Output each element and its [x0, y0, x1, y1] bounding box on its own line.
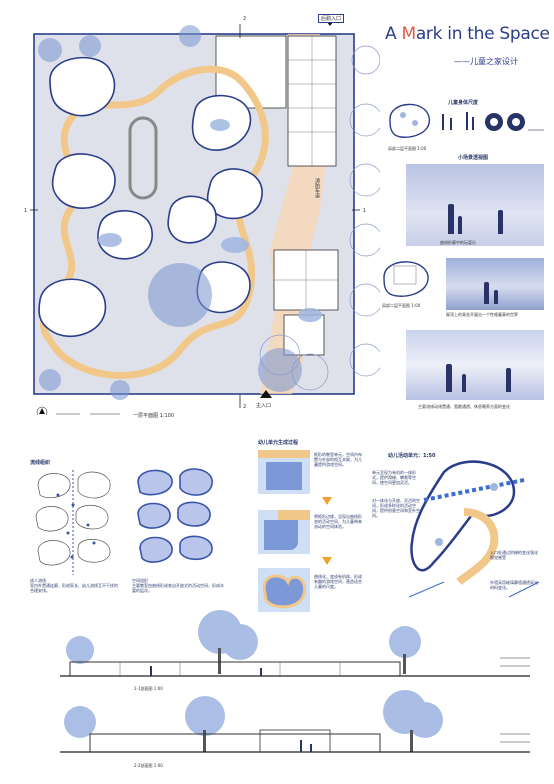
tree-4 — [39, 369, 61, 391]
section-mark-top: 2 — [243, 16, 247, 22]
figure-adult-2 — [484, 282, 489, 304]
water-feature-4 — [210, 119, 230, 131]
unit-note-2: 对一体化与开放、灵活的空间，形成多样化的活动空间，提供创意空间和室外空间。 — [372, 498, 420, 518]
figure-child — [458, 216, 462, 234]
partial-plan-a — [385, 95, 435, 143]
classroom-unit-4 — [206, 168, 263, 220]
figure-adult-3 — [446, 364, 452, 392]
child-scale-diagram — [436, 108, 546, 136]
lower-block-b — [283, 314, 325, 356]
small-space-title: 小场景透视图 — [458, 155, 489, 161]
perspective-image-1 — [406, 164, 544, 246]
section-mark-left: 1 — [24, 208, 28, 214]
partial-plan-b-caption: 局部二层平面图 1:00 — [382, 303, 421, 308]
process-note-2: 将矩形边缘，呈现出曲线形态的活动空间，为儿童带来流动的空间体验。 — [314, 514, 362, 529]
child-scale-title: 儿童身体尺度 — [448, 100, 479, 106]
process-arrow-1 — [322, 497, 332, 505]
space-note: 空间组织 主要教室由曲线形成各自开放式的活动空间，形成丰富的层次。 — [132, 578, 224, 593]
process-step-3 — [258, 568, 310, 612]
figure-child-4 — [462, 374, 466, 392]
flow-note: 成人流线 室内外贯通连廊，形成家长、幼儿流线互不干扰的合理安排。 — [30, 578, 118, 593]
section-1-caption: 1-1剖面图 1:00 — [134, 686, 163, 691]
perspective-image-3 — [406, 330, 544, 400]
perspective-image-2 — [446, 258, 544, 310]
main-entrance-arrow — [260, 390, 272, 398]
site-plan: 后勤入口 主入口 2 2 1 1 一层平面图 1:100 消防车道 — [24, 10, 383, 419]
process-note-1: 矩形的教室单元，空间内布置与外部的相互关联，为儿童提供游戏空间。 — [314, 452, 362, 467]
classroom-unit-7 — [38, 278, 107, 338]
perspective-caption-2: 屋顶上的乘坐开展出一个性格童真的世界 — [446, 312, 518, 317]
winding-corridor — [39, 65, 269, 379]
rear-entrance-label: 后勤入口 — [318, 14, 345, 23]
section-mark-bottom: 2 — [243, 404, 247, 410]
figure-child-3 — [494, 290, 498, 304]
classroom-unit-1 — [49, 56, 116, 117]
process-step-2 — [258, 510, 310, 554]
process-step-1 — [258, 450, 310, 494]
unit-note-3: 入口处通过阶梯的变化强化视觉感受 — [490, 550, 538, 560]
tree-3 — [179, 25, 201, 47]
figure-child-2 — [498, 210, 503, 234]
section-mark-right: 1 — [363, 208, 367, 214]
plan-scale-caption: 一层平面图 1:100 — [133, 413, 174, 419]
unit-note-4: 外墙采用玻璃幕墙通透采光材料变化。 — [490, 580, 538, 590]
figure-adult-4 — [506, 368, 511, 392]
tree-1 — [38, 38, 62, 62]
unit-title: 幼儿活动单元：1:50 — [388, 453, 436, 459]
figure-adult — [448, 204, 454, 234]
perspective-caption-3: 主要流线动线贯通、宽敞通透、休息睡养方面的变化 — [418, 404, 510, 409]
section-1 — [60, 608, 540, 683]
classroom-unit-3 — [51, 153, 116, 209]
perspective-caption-1: 曲线折廊中的玩耍乐 — [440, 240, 476, 245]
process-title: 幼儿单元生成过程 — [258, 440, 299, 446]
flow-title: 流线组织 — [30, 460, 51, 466]
title-part2: ark in the Space — [415, 24, 550, 44]
fire-lane-label: 消防车道 — [314, 178, 320, 198]
north-arrow — [36, 406, 48, 418]
section-2-caption: 2-2剖面图 1:00 — [134, 763, 163, 768]
water-feature-3 — [298, 308, 322, 322]
classroom-unit-6 — [167, 195, 217, 244]
tree-2 — [79, 35, 101, 57]
space-diagram — [130, 462, 225, 577]
partial-plan-b — [380, 252, 432, 302]
main-entrance-label: 主入口 — [256, 403, 272, 409]
process-note-3: 曲线化，变成有机体，形成有趣的游戏空间，营造适合儿童的尺度。 — [314, 574, 362, 589]
tree-5 — [110, 380, 130, 400]
tree-canopy-large — [148, 263, 212, 327]
flow-diagram — [28, 465, 123, 580]
running-track — [128, 116, 158, 200]
poster-subtitle: ——儿童之家设计 — [454, 57, 518, 66]
process-arrow-2 — [322, 557, 332, 565]
section-2 — [60, 690, 540, 760]
title-part1: A — [385, 24, 402, 44]
tree-canopy-2 — [258, 348, 302, 392]
title-mark-letter: M — [401, 24, 416, 44]
partial-plan-a-caption: 局部二层平面图 1:00 — [388, 146, 427, 151]
site-plan-drawing — [30, 18, 383, 418]
water-feature-2 — [221, 237, 249, 253]
poster-title: A Mark in the Space — [385, 24, 550, 44]
unit-plan — [404, 452, 544, 602]
unit-note-1: 单元呈现为有机的一体形式，提供滑梯、攀爬等空间，使空间更加灵活。 — [372, 470, 416, 485]
water-feature-1 — [98, 233, 122, 247]
